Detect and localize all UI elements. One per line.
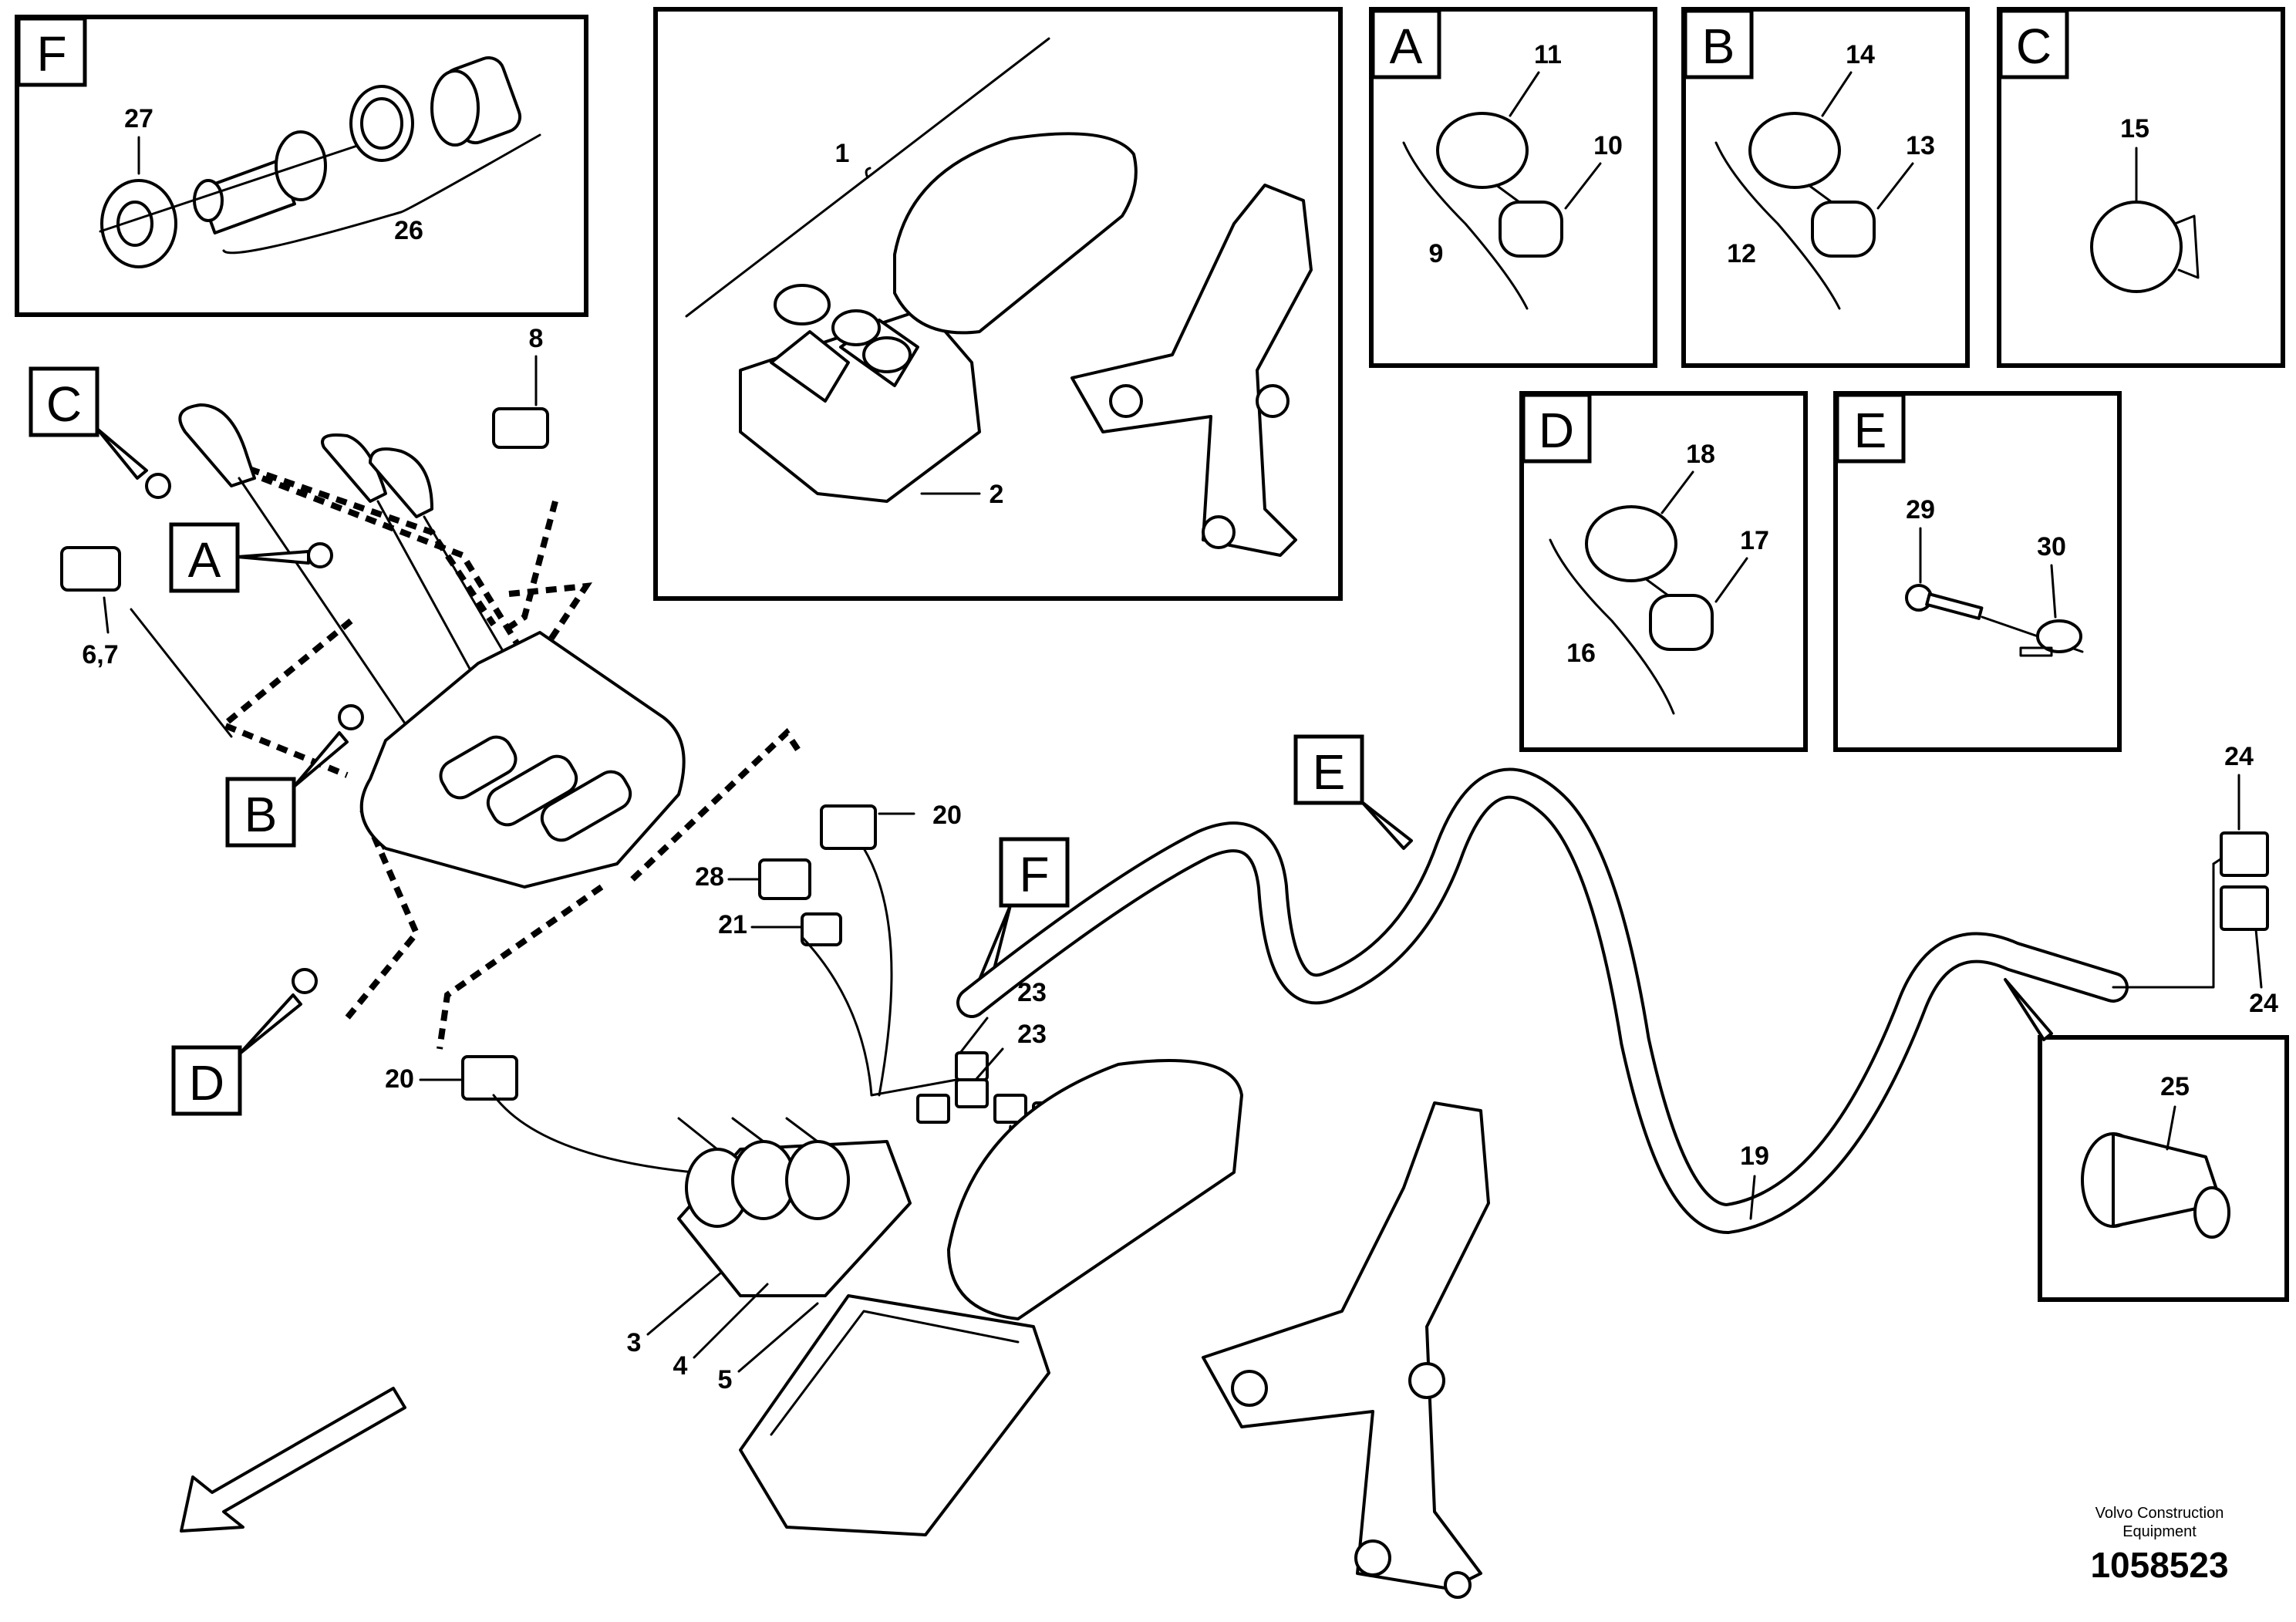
connector-23b <box>955 1078 989 1108</box>
connector-20-lower <box>461 1055 518 1101</box>
callout-18: 18 <box>1686 440 1715 469</box>
connector-28 <box>758 858 811 900</box>
callout-21: 21 <box>718 910 747 939</box>
svg-text:C: C <box>46 376 82 432</box>
callout-letter-a: A <box>169 522 333 593</box>
callout-14: 14 <box>1846 40 1875 69</box>
callout-9: 9 <box>1429 239 1444 268</box>
control-valve-group <box>677 1117 912 1297</box>
callout-letter-e: E <box>1293 734 1413 850</box>
hose-19 <box>956 767 2129 1235</box>
svg-text:D: D <box>189 1055 224 1111</box>
callout-17: 17 <box>1740 526 1769 555</box>
push-button-switch <box>1499 201 1563 258</box>
callout-15: 15 <box>2120 114 2149 143</box>
connector-24-lower <box>2220 885 2269 931</box>
connector-23a <box>955 1051 989 1081</box>
panel-a-letter: A <box>1390 19 1423 74</box>
clamp-part <box>2019 619 2082 657</box>
mounting-bracket-main <box>1202 1101 1490 1590</box>
callout-27: 27 <box>124 104 153 133</box>
footer-brand: Volvo Construction Equipment 1058523 <box>2090 1505 2228 1585</box>
seat-cushion-main <box>947 1059 1243 1320</box>
callout-2: 2 <box>990 480 1004 509</box>
nut-part <box>100 179 177 268</box>
callout-26: 26 <box>394 216 423 245</box>
joystick-lever-left <box>178 403 418 742</box>
panel-b: B 14 13 12 <box>1681 7 1970 368</box>
mounting-bracket <box>1070 184 1313 557</box>
callout-24-lower: 24 <box>2249 989 2278 1018</box>
connector-21 <box>801 912 842 946</box>
callout-letter-d: D <box>171 968 318 1116</box>
callout-24-upper: 24 <box>2224 742 2254 771</box>
panel-c: C 15 <box>1997 7 2285 368</box>
callout-letter-f: F <box>978 837 1070 983</box>
rocker-switch-8 <box>492 407 549 449</box>
callout-6-7: 6,7 <box>82 640 118 669</box>
callout-1: 1 <box>835 139 850 168</box>
bolt-part <box>1905 584 1984 620</box>
callout-13: 13 <box>1906 131 1935 160</box>
callout-23-lower: 23 <box>1017 1020 1047 1049</box>
cap-part <box>430 56 522 147</box>
callout-29: 29 <box>1906 495 1935 524</box>
panel-b-letter: B <box>1702 19 1735 74</box>
callout-10: 10 <box>1593 131 1623 160</box>
panel-grommet: 25 <box>2038 1035 2289 1302</box>
callout-letter-c: C <box>29 366 171 499</box>
svg-text:B: B <box>244 787 278 842</box>
callout-20-lower: 20 <box>385 1064 414 1094</box>
panel-d: D 18 17 16 <box>1519 391 1808 752</box>
callout-letter-b: B <box>225 704 364 848</box>
seat-cushion <box>893 132 1138 335</box>
callout-8: 8 <box>529 324 544 353</box>
console-cover <box>359 631 686 889</box>
panel-seat-assembly: 1 2 <box>653 7 1343 601</box>
callout-3: 3 <box>627 1328 642 1357</box>
callout-12: 12 <box>1727 239 1756 268</box>
panel-c-letter: C <box>2016 19 2052 74</box>
grommet-part <box>2081 1132 2230 1239</box>
connector-20-upper <box>820 804 877 850</box>
callout-28: 28 <box>695 862 724 892</box>
callout-30: 30 <box>2037 532 2066 561</box>
callout-11: 11 <box>1534 40 1562 69</box>
fitting-part <box>99 130 403 235</box>
panel-d-letter: D <box>1539 403 1574 458</box>
callout-20-upper: 20 <box>932 801 962 830</box>
svg-text:F: F <box>1019 847 1049 902</box>
knob-button <box>2090 201 2183 293</box>
callout-5: 5 <box>718 1365 733 1394</box>
brand-line-1: Volvo Construction <box>2095 1505 2224 1522</box>
svg-text:E: E <box>1313 744 1346 800</box>
callout-16: 16 <box>1566 639 1596 668</box>
connector-24-upper <box>2220 831 2269 877</box>
callout-25: 25 <box>2160 1072 2190 1101</box>
panel-e-letter: E <box>1854 403 1887 458</box>
callout-4: 4 <box>673 1351 688 1381</box>
connector-22b <box>993 1094 1027 1124</box>
button-cap <box>1436 112 1529 189</box>
panel-e: E 29 30 <box>1833 391 2122 752</box>
drawing-number: 1058523 <box>2090 1545 2228 1585</box>
panel-a: A 11 10 9 <box>1369 7 1657 368</box>
callout-19: 19 <box>1740 1141 1769 1171</box>
connector-22a <box>916 1094 950 1124</box>
main-assembly: 8 6,7 C A B D <box>29 324 2278 1599</box>
armrest-tray <box>739 1294 1050 1536</box>
rocker-switch-6-7 <box>60 546 121 592</box>
svg-text:A: A <box>188 532 221 588</box>
panel-f: F 27 26 <box>15 15 588 317</box>
direction-arrow <box>180 1387 406 1533</box>
panel-f-letter: F <box>36 26 66 82</box>
brand-line-2: Equipment <box>2122 1523 2197 1540</box>
